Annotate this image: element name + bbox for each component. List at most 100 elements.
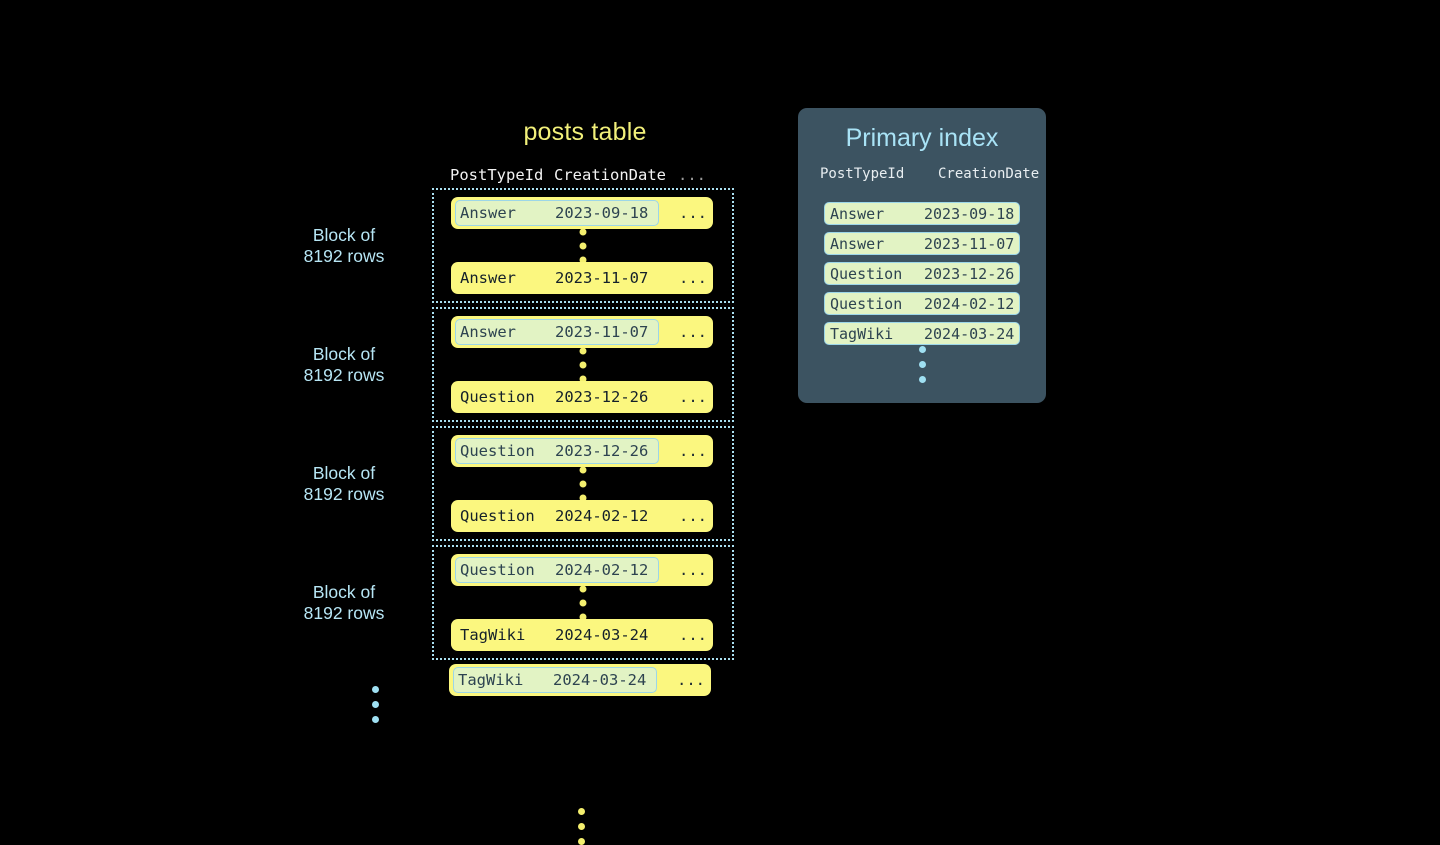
primary-index-title: Primary index [845, 124, 999, 152]
cell-posttypeid: Answer [460, 269, 516, 287]
block-label: Block of 8192 rows [303, 462, 385, 504]
table-row[interactable]: Answer 2023-09-18 ... [451, 197, 713, 229]
posts-table-column-headers: PostTypeId CreationDate ... [450, 166, 740, 186]
table-block: Block of 8192 rows Answer 2023-11-07 ...… [304, 307, 734, 422]
table-continuation-dots [578, 808, 585, 845]
dot [579, 256, 587, 263]
primary-index-panel: Primary index PostTypeId CreationDate An… [798, 108, 1046, 403]
table-block: Block of 8192 rows Question 2024-02-12 .… [304, 545, 734, 660]
dot [372, 701, 379, 708]
cell-creationdate: 2023-12-26 [555, 388, 649, 406]
index-column-header-creationdate: CreationDate [938, 166, 1040, 182]
table-block: Block of 8192 rows Answer 2023-09-18 ...… [304, 188, 734, 303]
column-header-creationdate: CreationDate [554, 166, 666, 184]
dot [579, 494, 587, 501]
index-mark-highlight [455, 200, 659, 226]
dot [579, 242, 587, 249]
cell-creationdate: 2023-12-26 [555, 442, 649, 460]
cell-more: ... [679, 507, 707, 525]
cell-posttypeid: TagWiki [460, 626, 526, 644]
row-ellipsis-dots [579, 228, 587, 263]
dot [918, 346, 926, 353]
cell-creationdate: 2024-03-24 [555, 626, 649, 644]
posts-table-title: posts table [523, 118, 647, 146]
cell-more: ... [679, 561, 707, 579]
index-cell-creationdate: 2024-03-24 [924, 324, 1015, 343]
index-row[interactable]: TagWiki 2024-03-24 [824, 322, 1020, 345]
dot [918, 361, 926, 368]
dot [578, 808, 585, 815]
index-mark-highlight [455, 319, 659, 345]
dot [372, 686, 379, 693]
row-ellipsis-dots [579, 585, 587, 620]
cell-posttypeid: TagWiki [458, 671, 524, 689]
index-row[interactable]: Answer 2023-09-18 [824, 202, 1020, 225]
cell-more: ... [679, 388, 707, 406]
cell-posttypeid: Answer [460, 204, 516, 222]
index-row[interactable]: Question 2024-02-12 [824, 292, 1020, 315]
index-row[interactable]: Answer 2023-11-07 [824, 232, 1020, 255]
table-row[interactable]: Question 2024-02-12 ... [451, 554, 713, 586]
cell-posttypeid: Question [460, 442, 535, 460]
index-cell-creationdate: 2023-11-07 [924, 234, 1015, 253]
table-row-trailing[interactable]: TagWiki 2024-03-24 ... [449, 664, 711, 696]
index-column-header-posttypeid: PostTypeId [820, 166, 905, 182]
dot [579, 361, 587, 368]
cell-creationdate: 2024-02-12 [555, 561, 649, 579]
primary-index-column-headers: PostTypeId CreationDate [820, 166, 1039, 186]
column-header-posttypeid: PostTypeId [450, 166, 544, 184]
index-cell-posttypeid: Answer [830, 234, 885, 253]
cell-creationdate: 2024-02-12 [555, 507, 649, 525]
table-block: Block of 8192 rows Question 2023-12-26 .… [304, 426, 734, 541]
table-row[interactable]: Question 2023-12-26 ... [451, 381, 713, 413]
primary-index-row-list: Answer 2023-09-18 Answer 2023-11-07 Ques… [824, 202, 1020, 352]
block-label: Block of 8192 rows [303, 224, 385, 266]
cell-creationdate: 2023-09-18 [555, 204, 649, 222]
index-cell-posttypeid: Question [830, 294, 903, 313]
block-label: Block of 8192 rows [303, 343, 385, 385]
block-label: Block of 8192 rows [303, 581, 385, 623]
row-ellipsis-dots [579, 347, 587, 382]
cell-creationdate: 2023-11-07 [555, 323, 649, 341]
dot [579, 466, 587, 473]
index-cell-creationdate: 2024-02-12 [924, 294, 1015, 313]
cell-more: ... [679, 323, 707, 341]
dot [579, 375, 587, 382]
index-mark-highlight [455, 438, 659, 464]
index-cell-posttypeid: Question [830, 264, 903, 283]
cell-posttypeid: Question [460, 388, 535, 406]
cell-more: ... [679, 626, 707, 644]
table-row[interactable]: Answer 2023-11-07 ... [451, 262, 713, 294]
index-cell-posttypeid: Answer [830, 204, 885, 223]
cell-more: ... [677, 671, 705, 689]
dot [579, 228, 587, 235]
dot [579, 480, 587, 487]
index-cell-creationdate: 2023-12-26 [924, 264, 1015, 283]
block-continuation-dots [372, 686, 379, 723]
cell-posttypeid: Question [460, 507, 535, 525]
row-ellipsis-dots [579, 466, 587, 501]
dot [372, 716, 379, 723]
column-header-ellipsis: ... [678, 166, 706, 184]
dot [578, 823, 585, 830]
table-row[interactable]: Question 2023-12-26 ... [451, 435, 713, 467]
dot [918, 376, 926, 383]
table-row[interactable]: Answer 2023-11-07 ... [451, 316, 713, 348]
cell-more: ... [679, 442, 707, 460]
cell-more: ... [679, 204, 707, 222]
index-row[interactable]: Question 2023-12-26 [824, 262, 1020, 285]
index-mark-highlight [455, 557, 659, 583]
cell-posttypeid: Question [460, 561, 535, 579]
block-list: Block of 8192 rows Answer 2023-09-18 ...… [304, 188, 734, 696]
dot [579, 599, 587, 606]
cell-creationdate: 2024-03-24 [553, 671, 647, 689]
index-cell-creationdate: 2023-09-18 [924, 204, 1015, 223]
table-row[interactable]: Question 2024-02-12 ... [451, 500, 713, 532]
dot [579, 585, 587, 592]
cell-more: ... [679, 269, 707, 287]
index-continuation-dots [798, 346, 1046, 383]
index-mark-highlight [453, 667, 657, 693]
table-row[interactable]: TagWiki 2024-03-24 ... [451, 619, 713, 651]
index-cell-posttypeid: TagWiki [830, 324, 894, 343]
dot [579, 613, 587, 620]
